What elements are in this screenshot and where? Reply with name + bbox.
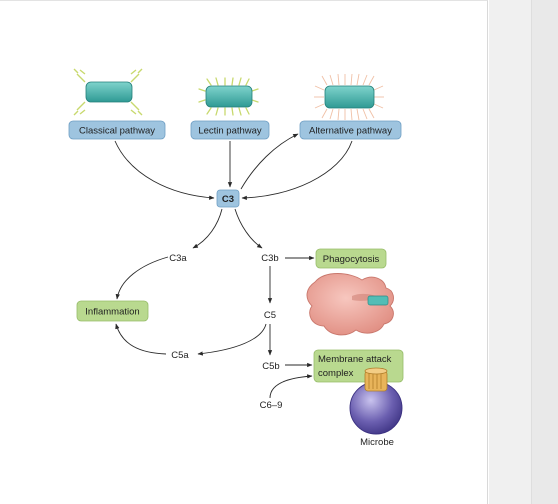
phagocytosis-box: Phagocytosis <box>315 248 387 269</box>
side-panel <box>489 0 531 504</box>
inflammation-box: Inflammation <box>76 300 149 322</box>
classical-pathway-label: Classical pathway <box>79 126 155 137</box>
c5-label: C5 <box>264 310 276 321</box>
complement-pathway-diagram: Classical pathway Lectin pathway Alterna… <box>68 68 404 448</box>
membrane-attack-complex-box: Membrane attack complex <box>313 349 404 383</box>
classical-to-c3-arrow <box>114 140 215 200</box>
c5b-label: C5b <box>262 361 279 372</box>
inflammation-label: Inflammation <box>85 307 139 318</box>
c6-9-label: C6–9 <box>260 400 283 411</box>
alternative-to-c3-arrow <box>241 140 353 201</box>
membrane-pore-icon <box>364 367 388 392</box>
classical-pathway-box: Classical pathway <box>68 120 166 140</box>
c3-label: C3 <box>222 194 234 205</box>
c5a-label: C5a <box>171 350 189 361</box>
c3-to-c3b-arrow <box>234 208 263 249</box>
c3a-to-inflammation-arrow <box>115 256 169 300</box>
mac-label-line1: Membrane attack <box>318 354 392 365</box>
c3-amplification-loop-arrow <box>240 133 299 190</box>
scrollbar-track[interactable] <box>531 0 558 504</box>
figure-page <box>0 0 488 504</box>
c3b-label: C3b <box>261 253 278 264</box>
lectin-pathway-label: Lectin pathway <box>198 126 262 137</box>
phagocyte-cell-icon <box>306 273 394 336</box>
microbe-label: Microbe <box>360 437 394 448</box>
phagocytosis-label: Phagocytosis <box>323 254 380 265</box>
c5a-to-inflammation-arrow <box>115 323 167 355</box>
classical-bacterium-icon <box>73 68 143 116</box>
mac-label-line2: complex <box>318 368 354 379</box>
lectin-pathway-box: Lectin pathway <box>190 120 270 140</box>
lectin-bacterium-icon <box>198 77 259 116</box>
alternative-bacterium-icon <box>314 73 384 121</box>
c3a-label: C3a <box>169 253 187 264</box>
microbe-icon <box>349 367 403 435</box>
c5-to-c5a-arrow <box>197 323 267 356</box>
c3-to-c3a-arrow <box>192 208 223 249</box>
alternative-pathway-box: Alternative pathway <box>299 120 402 140</box>
alternative-pathway-label: Alternative pathway <box>309 126 392 137</box>
c3-box: C3 <box>216 189 240 208</box>
c6-9-to-mac-arrow <box>269 374 313 399</box>
